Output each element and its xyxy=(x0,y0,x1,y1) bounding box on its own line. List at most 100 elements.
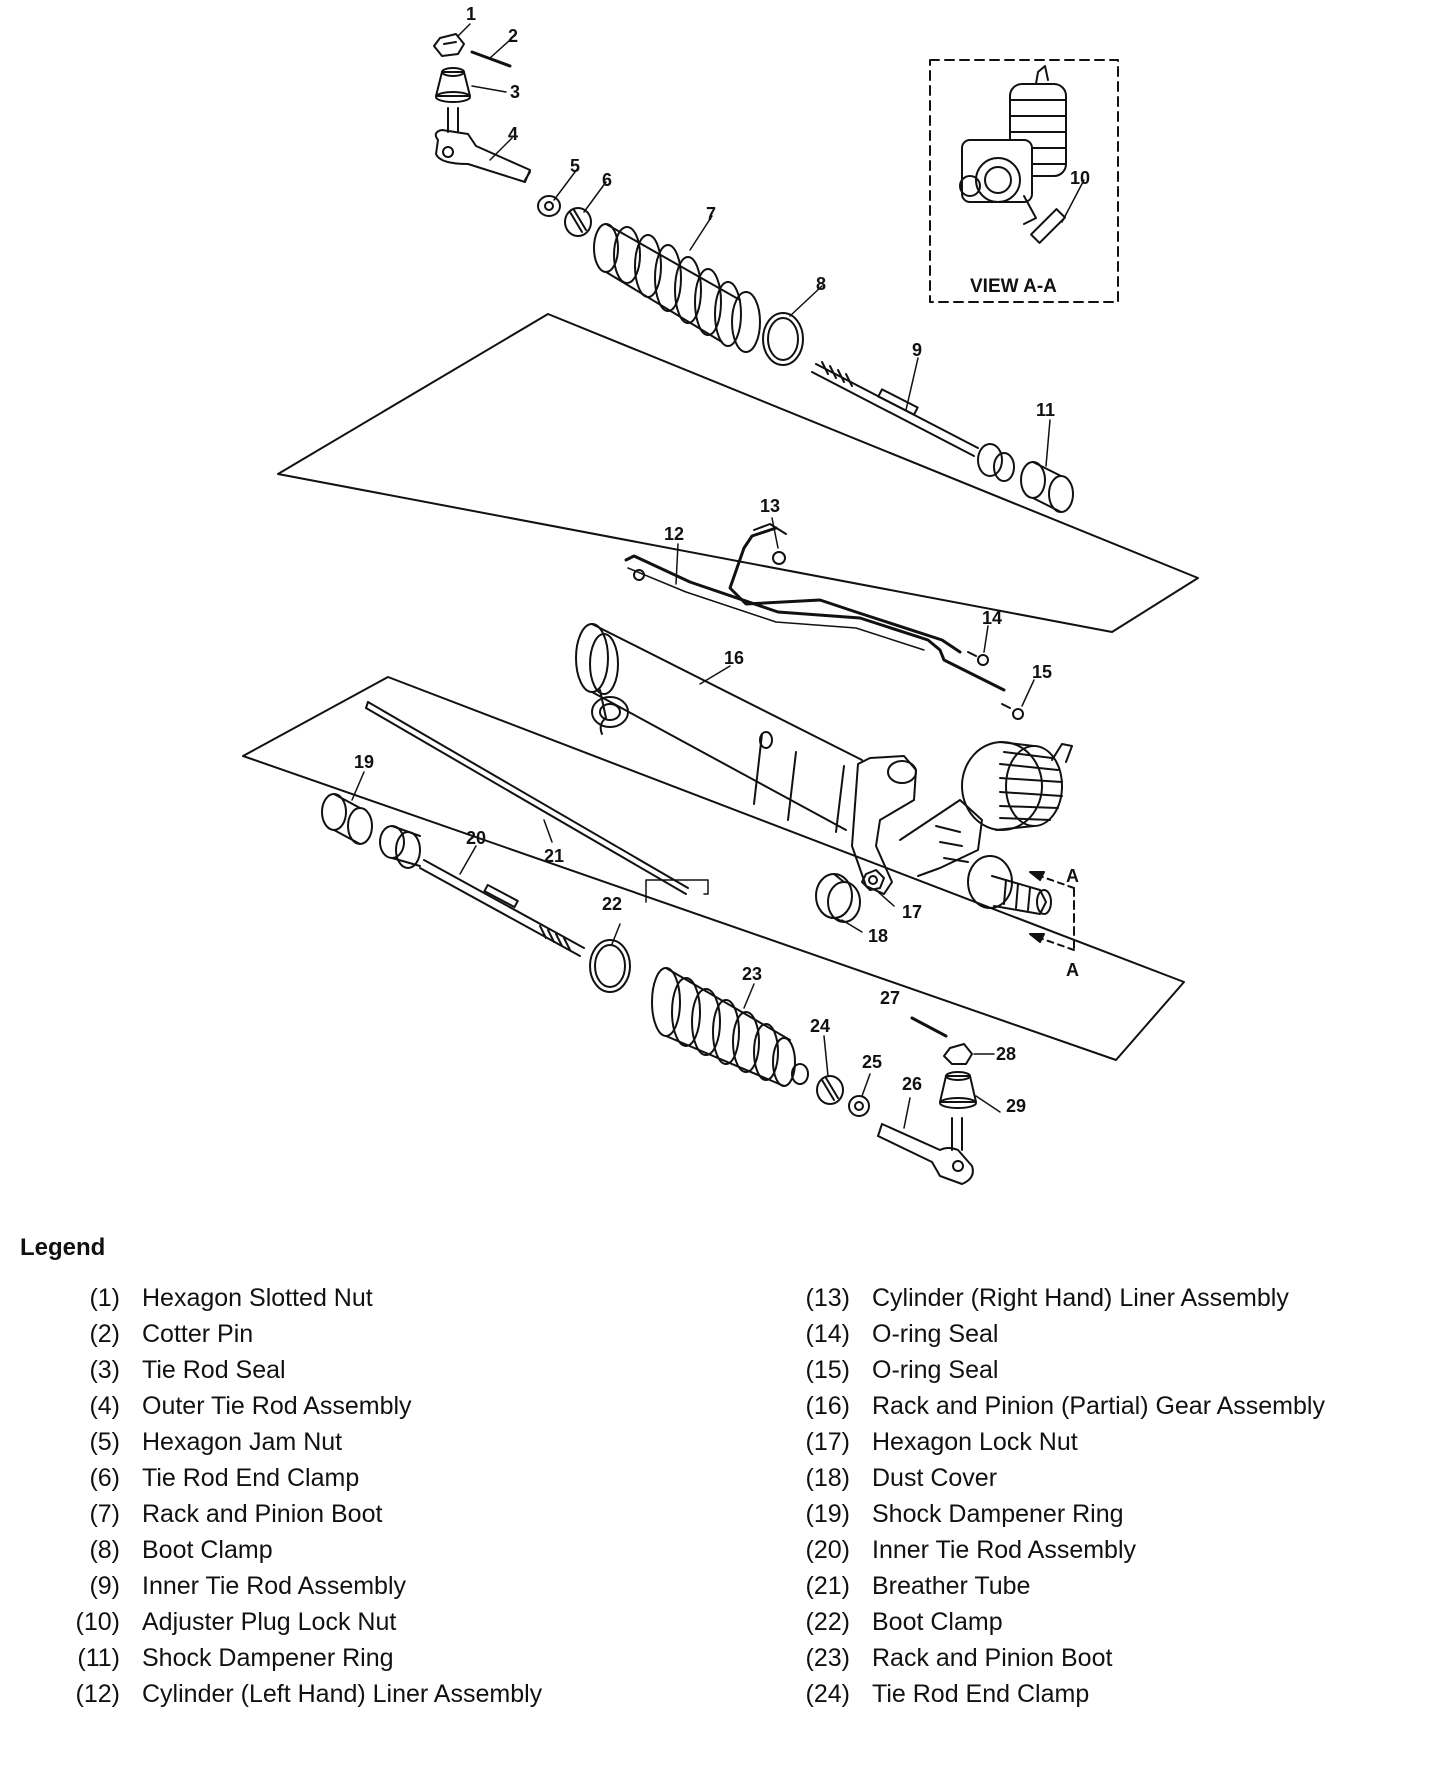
legend-item: (24)Tie Rod End Clamp xyxy=(790,1676,1325,1712)
callout-2: 2 xyxy=(508,26,518,46)
legend-item-label: Dust Cover xyxy=(872,1464,998,1492)
legend-item: (22)Boot Clamp xyxy=(790,1604,1325,1640)
legend-item: (13)Cylinder (Right Hand) Liner Assembly xyxy=(790,1280,1325,1316)
legend-item-label: Rack and Pinion Boot xyxy=(142,1500,383,1528)
legend-item-number: (12) xyxy=(75,1680,120,1708)
legend-item: (6)Tie Rod End Clamp xyxy=(60,1460,542,1496)
callout-26: 26 xyxy=(902,1074,922,1094)
rack-pinion-gear-assembly xyxy=(575,623,1073,915)
legend-item: (4)Outer Tie Rod Assembly xyxy=(60,1388,542,1424)
callout-6: 6 xyxy=(602,170,612,190)
legend-item-label: Cylinder (Left Hand) Liner Assembly xyxy=(142,1680,543,1708)
callout-28: 28 xyxy=(996,1044,1016,1064)
legend-item-number: (13) xyxy=(805,1284,850,1312)
legend-item: (1) Hexagon Slotted Nut xyxy=(60,1280,542,1316)
legend-item: (9)Inner Tie Rod Assembly xyxy=(60,1568,542,1604)
pinion-housing-inset xyxy=(959,65,1067,244)
cylinder-left-liner-tube xyxy=(624,554,1006,692)
callout-27: 27 xyxy=(880,988,900,1008)
callout-7: 7 xyxy=(706,204,716,224)
legend-item: (21)Breather Tube xyxy=(790,1568,1325,1604)
legend-item-number: (4) xyxy=(89,1392,120,1420)
callout-23: 23 xyxy=(742,964,762,984)
legend-item-label: Shock Dampener Ring xyxy=(142,1644,394,1672)
legend-item: (12) Cylinder (Left Hand) Liner Assembly xyxy=(60,1676,543,1712)
callout-4: 4 xyxy=(508,124,518,144)
callout-18: 18 xyxy=(868,926,888,946)
breather-tube xyxy=(365,701,689,895)
callout-11: 11 xyxy=(1036,400,1055,420)
legend-item-number: (18) xyxy=(805,1464,850,1492)
callout-29: 29 xyxy=(1006,1096,1026,1116)
outer-tie-rod-lower xyxy=(877,1117,974,1185)
callout-19: 19 xyxy=(354,752,374,772)
legend-item: (19) Shock Dampener Ring xyxy=(790,1496,1325,1532)
callout-17: 17 xyxy=(902,902,922,922)
legend-item: (17)Hexagon Lock Nut xyxy=(790,1424,1325,1460)
callout-20: 20 xyxy=(466,828,486,848)
legend-item-label: Hexagon Slotted Nut xyxy=(142,1284,373,1312)
rack-pinion-boot-lower xyxy=(645,879,809,1087)
callout-22: 22 xyxy=(602,894,622,914)
legend-item-number: (11) xyxy=(77,1644,120,1672)
legend-item: (2)Cotter Pin xyxy=(60,1316,542,1352)
legend-item-label: Inner Tie Rod Assembly xyxy=(142,1572,407,1600)
callout-25: 25 xyxy=(862,1052,882,1072)
legend-title: Legend xyxy=(20,1234,106,1261)
legend-item: (23) Rack and Pinion Boot xyxy=(790,1640,1325,1676)
legend-item-label: Tie Rod End Clamp xyxy=(142,1464,360,1492)
shock-dampener-ring-lower xyxy=(321,793,373,845)
legend-item-label: Shock Dampener Ring xyxy=(872,1500,1124,1528)
hexagon-slotted-nut-lower xyxy=(943,1043,973,1065)
callout-24: 24 xyxy=(810,1016,830,1036)
rack-pinion-boot-top xyxy=(593,223,761,353)
dust-cover xyxy=(815,873,861,923)
legend-item: (5)Hexagon Jam Nut xyxy=(60,1424,542,1460)
callout-1: 1 xyxy=(466,4,476,24)
callout-3: 3 xyxy=(510,82,520,102)
lower-assembly-frame xyxy=(242,676,1185,1061)
hexagon-lock-nut xyxy=(861,869,885,891)
legend-item-number: (3) xyxy=(89,1356,120,1384)
section-arrows-a-a xyxy=(1029,871,1075,951)
legend-item: (10)Adjuster Plug Lock Nut xyxy=(60,1604,542,1640)
legend-item: (16) Rack and Pinion (Partial) Gear Assem… xyxy=(790,1388,1325,1424)
legend-column-left: (1) Hexagon Slotted Nut (2)Cotter Pin (3)… xyxy=(60,1280,543,1712)
legend-item: (3) Tie Rod Seal xyxy=(60,1352,542,1388)
legend-item-label: Rack and Pinion (Partial) Gear Assembly xyxy=(872,1392,1325,1420)
legend-item: (18) Dust Cover xyxy=(790,1460,1325,1496)
legend-item-label: Hexagon Jam Nut xyxy=(142,1428,343,1456)
cotter-pin-lower xyxy=(910,1016,948,1038)
legend-item-number: (23) xyxy=(805,1644,850,1672)
view-aa-inset-frame xyxy=(929,59,1119,303)
section-mark-a-bottom: A xyxy=(1066,960,1079,980)
legend-item-label: O-ring Seal xyxy=(872,1356,999,1384)
callout-13: 13 xyxy=(760,496,780,516)
legend-item-label: O-ring Seal xyxy=(872,1320,999,1348)
legend-item-number: (21) xyxy=(805,1572,850,1600)
view-aa-label: VIEW A-A xyxy=(970,276,1057,297)
callout-5: 5 xyxy=(570,156,580,176)
legend-item-label: Inner Tie Rod Assembly xyxy=(872,1536,1137,1564)
legend-item-label: Tie Rod Seal xyxy=(142,1356,286,1384)
o-ring-seal-15 xyxy=(1012,708,1024,720)
legend-item-number: (19) xyxy=(805,1500,850,1528)
callout-12: 12 xyxy=(664,524,684,544)
legend-item: (20) Inner Tie Rod Assembly xyxy=(790,1532,1325,1568)
legend-item-label: Cotter Pin xyxy=(142,1320,254,1348)
legend-item-label: Hexagon Lock Nut xyxy=(872,1428,1078,1456)
callout-16: 16 xyxy=(724,648,744,668)
legend-item-label: Rack and Pinion Boot xyxy=(872,1644,1113,1672)
legend-item-number: (20) xyxy=(805,1536,850,1564)
callout-15: 15 xyxy=(1032,662,1052,682)
legend-column-right: (13)Cylinder (Right Hand) Liner Assembly… xyxy=(790,1280,1325,1712)
legend-item-number: (22) xyxy=(805,1608,850,1636)
upper-assembly-frame xyxy=(277,313,1199,633)
shock-dampener-ring-top xyxy=(1020,461,1074,513)
legend-item-number: (15) xyxy=(805,1356,850,1384)
legend-item-number: (1) xyxy=(89,1284,120,1312)
boot-clamp-lower xyxy=(589,939,631,993)
legend-item-number: (16) xyxy=(805,1392,850,1420)
tie-rod-seal-top xyxy=(435,67,471,103)
cylinder-right-liner-tube xyxy=(728,526,962,654)
